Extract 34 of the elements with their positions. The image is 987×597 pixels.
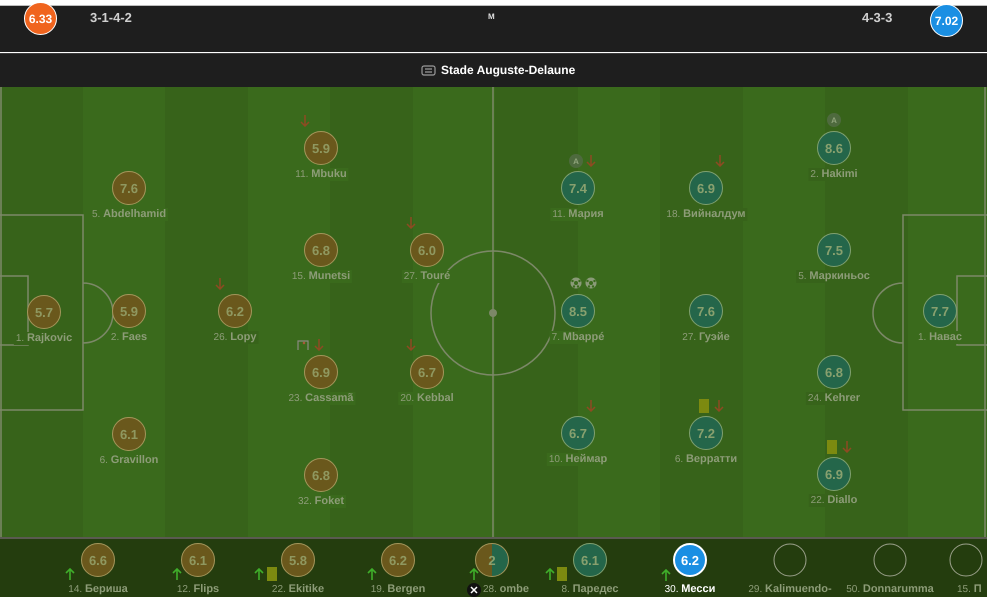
player-name: 7. Mbappé: [550, 331, 606, 344]
player-name: 22. Ekitike: [270, 583, 326, 596]
player-name: 15. Munetsi: [290, 270, 352, 283]
formation-label: 4-3-3: [862, 10, 892, 25]
player-name: 1. Rajkovic: [14, 332, 74, 345]
player-name: 30. Месси: [664, 583, 716, 596]
player-name: 14. Бериша: [67, 583, 129, 596]
player-name: 32. Foket: [296, 495, 346, 508]
player-name: 5. Маркиньос: [796, 270, 872, 283]
player-name: 1. Навас: [916, 331, 964, 344]
player-name: 27. Гуэйе: [680, 331, 732, 344]
player-name: 18. Вийналдум: [664, 208, 748, 221]
formation-label: 3-1-4-2: [90, 10, 132, 25]
player-name: 8. Паредес: [560, 583, 620, 596]
player-name: 27. Touré: [402, 270, 452, 283]
player-name: 24. Kehrer: [806, 392, 862, 405]
player-name: 23. Cassamã: [286, 392, 356, 405]
venue-name: Stade Auguste-Delaune: [441, 63, 576, 77]
player-name: 15. П: [956, 583, 983, 596]
player-name: 12. Flips: [176, 583, 220, 596]
header-label: M: [488, 12, 495, 21]
player-name: 10. Неймар: [546, 453, 610, 466]
player-name: 11. Mbuku: [293, 168, 349, 181]
player-name: 20. Kebbal: [398, 392, 456, 405]
player-name: 19. Bergen: [370, 583, 426, 596]
player-name: 5. Abdelhamid: [90, 208, 168, 221]
player-name: 28. ombe: [482, 583, 530, 596]
player-name: 11. Мария: [550, 208, 606, 221]
player-name: 50. Donnarumma: [845, 583, 935, 596]
player-name: 2. Hakimi: [808, 168, 860, 181]
player-name: 6. Верратти: [672, 453, 740, 466]
player-name: 26. Lopy: [212, 331, 258, 344]
player-name: 22. Diallo: [808, 494, 860, 507]
player-name: 29. Kalimuendo-: [747, 583, 833, 596]
